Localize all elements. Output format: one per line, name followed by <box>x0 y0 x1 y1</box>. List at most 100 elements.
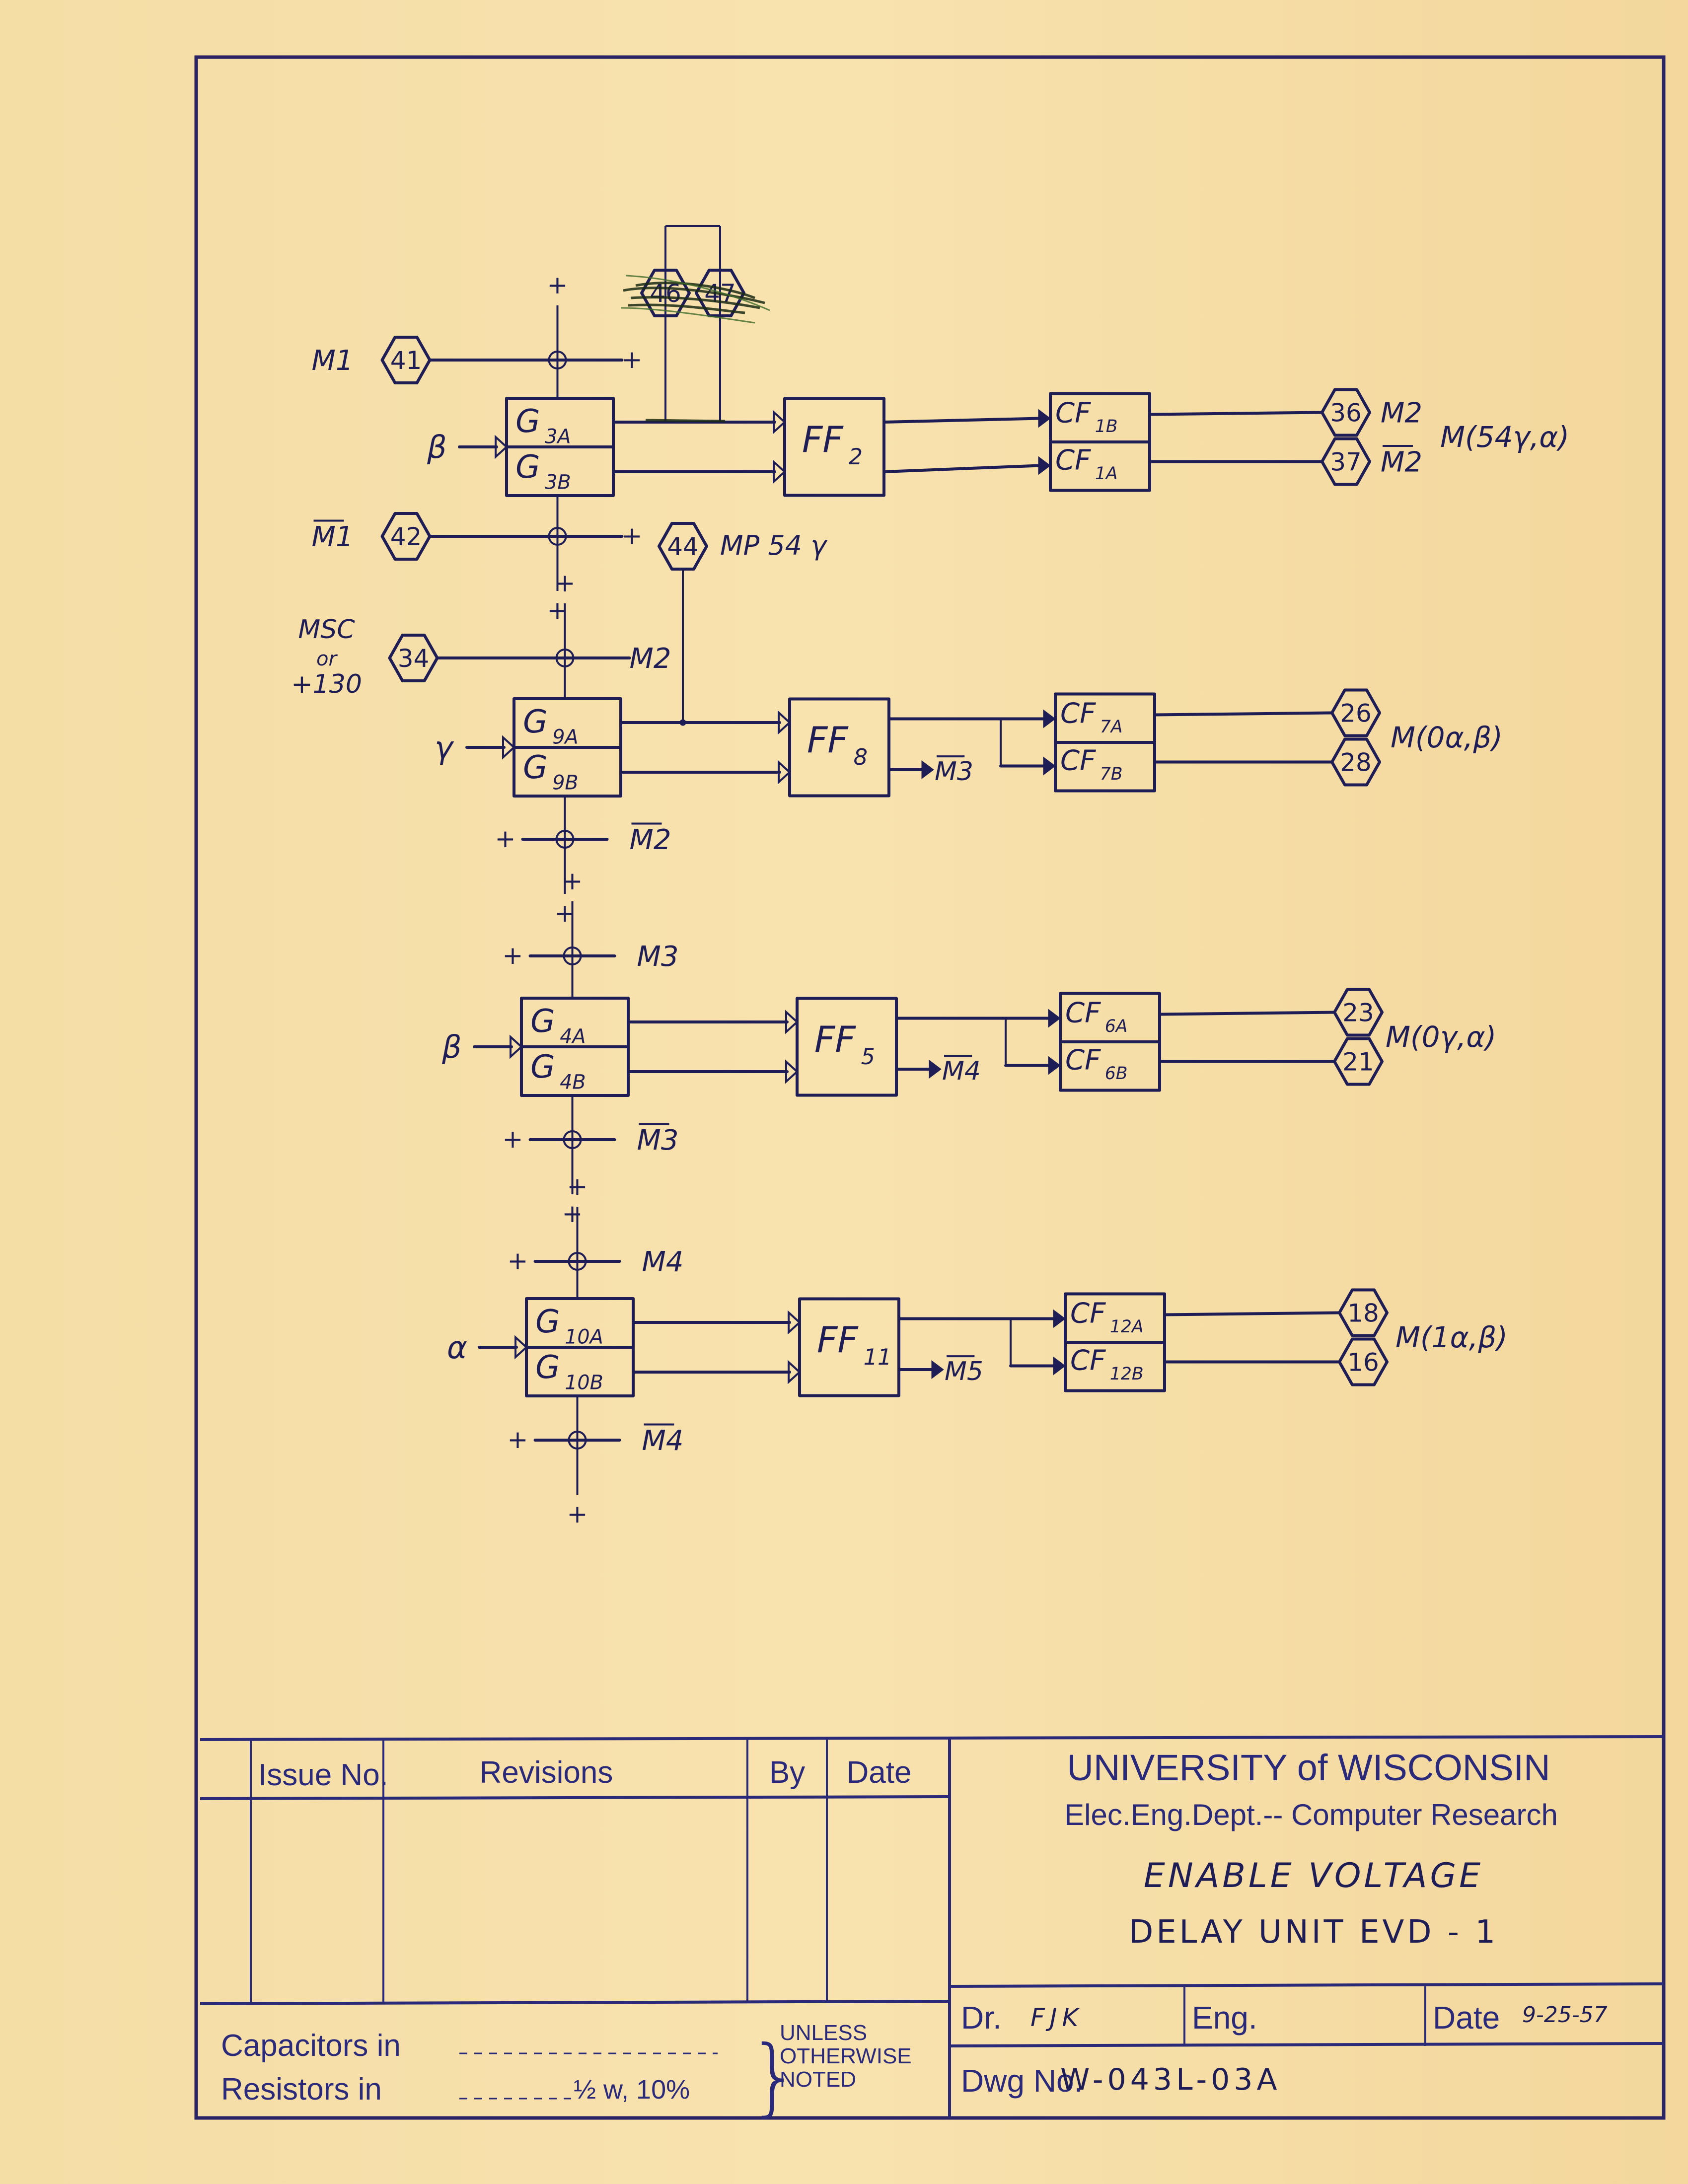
connector-41-number: 41 <box>390 346 422 375</box>
output-label-0: M2 <box>1381 397 1422 430</box>
capacitors-label: Capacitors in <box>221 2029 401 2063</box>
output-line-0 <box>1163 1311 1341 1316</box>
drawing-title-line-2: DELAY UNIT EVD - 1 <box>1129 1914 1498 1951</box>
cf-input-arrow-top <box>1038 409 1051 428</box>
top-bus-plus: + <box>503 941 523 970</box>
top-bus-label: M1 <box>312 345 354 377</box>
connector-21: 21 <box>1333 1037 1384 1086</box>
brace: } <box>747 2028 801 2126</box>
connector-37-outline <box>1321 437 1371 486</box>
connector-41-outline <box>380 336 432 384</box>
plus-top: + <box>562 867 583 895</box>
connector-16-number: 16 <box>1347 1348 1379 1377</box>
gate-input-label: β <box>441 1029 462 1065</box>
connector-26-number: 26 <box>1340 699 1372 728</box>
ff-input-arrow-top <box>773 410 786 435</box>
ff-input-arrow-bottom <box>785 1059 799 1084</box>
bottom-bus-label: M4 <box>642 1423 684 1457</box>
top-bus-label-text: M2 <box>630 643 671 675</box>
connector-23: 23 <box>1333 988 1384 1037</box>
output-label-1-text: M2 <box>1381 446 1422 479</box>
connector-16-outline <box>1338 1337 1389 1386</box>
top-bus-label: M3 <box>637 941 679 973</box>
rev-header-issue: Issue No. <box>258 1758 388 1792</box>
bottom-bus-plus: + <box>622 521 643 550</box>
drawing-border <box>194 55 1666 2120</box>
resistors-value: ½ w, 10% <box>574 2075 690 2105</box>
connector-37: 37 <box>1321 437 1371 486</box>
top-bus-label: M4 <box>642 1246 684 1278</box>
cf-input-arrow-top <box>1048 1009 1061 1028</box>
bottom-bus-label-text: M1 <box>312 521 354 553</box>
connector-26-outline <box>1330 688 1381 737</box>
bottom-bus-label-text: M4 <box>642 1425 684 1457</box>
ff-side-output-label: M5 <box>945 1355 983 1386</box>
bottom-bus-label: M1 <box>312 519 354 553</box>
qualifier-line-2: OTHERWISE <box>780 2044 912 2068</box>
source-label-1: or <box>316 648 338 670</box>
source-label-0: MSC <box>298 615 355 645</box>
connector-18-outline <box>1338 1288 1389 1337</box>
output-label-0-text: M2 <box>1381 397 1422 430</box>
flip-flop-box <box>796 997 898 1097</box>
gate-input-arrow <box>514 1335 528 1360</box>
ff-to-cf-top <box>882 417 1041 424</box>
ff-side-output-arrow <box>921 760 934 779</box>
output-group-label: M(1α,β) <box>1395 1320 1508 1354</box>
top-bus-label-text: M1 <box>312 345 354 377</box>
ff-input-arrow-top <box>778 710 791 735</box>
ff-side-output-label-text: M3 <box>935 757 973 787</box>
bottom-bus-label-text: M3 <box>637 1124 679 1157</box>
drawn-by-label: Dr. <box>961 2000 1002 2036</box>
source-label-2: +130 <box>291 669 362 699</box>
connector-28: 28 <box>1330 737 1381 787</box>
struck-connector-47-outline <box>695 269 745 317</box>
connector-34-outline <box>388 634 439 682</box>
bottom-bus-plus: + <box>503 1125 523 1154</box>
tap-label: MP 54 γ <box>720 530 828 561</box>
ff-input-arrow-bottom <box>773 459 786 484</box>
cf-input-arrow-top <box>1053 1309 1066 1328</box>
cf-input-arrow-top <box>1043 709 1056 728</box>
gate-input-label: γ <box>435 729 454 766</box>
bottom-bus-plus: + <box>508 1425 528 1454</box>
flip-flop-box <box>788 697 890 798</box>
connector-44: 44 <box>658 522 708 571</box>
gate-input-arrow <box>502 735 515 760</box>
plus-top: + <box>567 1172 588 1201</box>
bottom-bus-plus: + <box>495 824 516 853</box>
connector-26: 26 <box>1330 688 1381 737</box>
plus-bottom: + <box>562 1199 583 1228</box>
top-bus-label-text: M3 <box>637 941 679 973</box>
department-name: Elec.Eng.Dept.-- Computer Research <box>1064 1798 1558 1831</box>
struck-connector-46-outline <box>640 269 691 317</box>
top-bus-label-text: M4 <box>642 1246 684 1278</box>
bottom-bus-label-text: M2 <box>630 824 671 856</box>
institution-name: UNIVERSITY of WISCONSIN <box>1067 1747 1550 1788</box>
connector-18: 18 <box>1338 1288 1389 1337</box>
bottom-bus-label: M2 <box>630 822 671 856</box>
ff-input-arrow-bottom <box>788 1360 801 1384</box>
cf-input-arrow-bottom <box>1048 1056 1061 1075</box>
connector-36: 36 <box>1321 388 1371 437</box>
bottom-bus-label: M3 <box>637 1123 679 1157</box>
connector-18-number: 18 <box>1347 1299 1379 1328</box>
top-bus-label: M2 <box>630 643 671 675</box>
ff-input-arrow-top <box>785 1010 799 1034</box>
